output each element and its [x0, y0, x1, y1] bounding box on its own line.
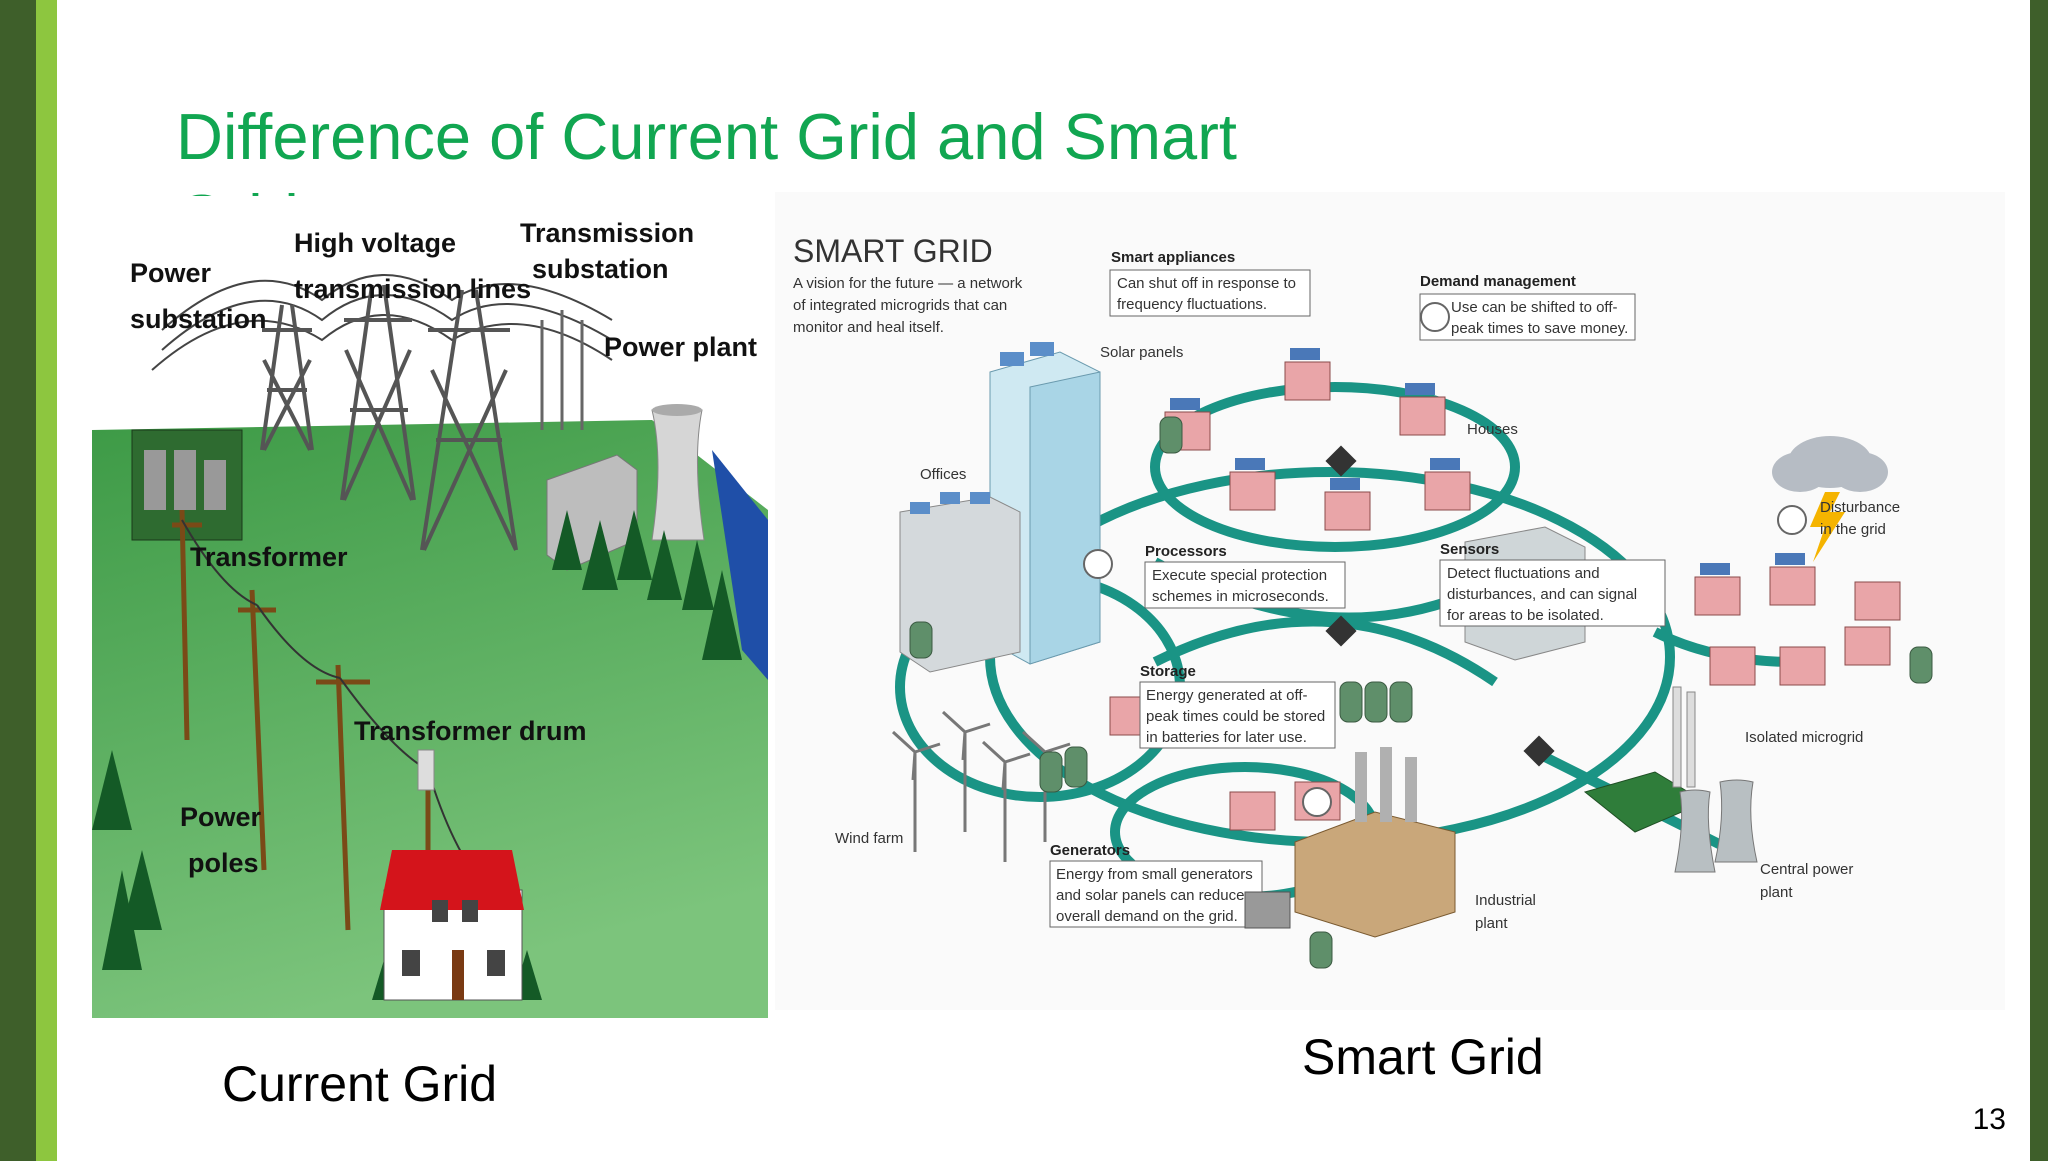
storage-text-3: in batteries for later use. [1146, 729, 1307, 746]
demand-management-text-2: peak times to save money. [1451, 320, 1628, 337]
caption-current-grid: Current Grid [222, 1056, 498, 1112]
label-power-poles-1: Power [180, 802, 262, 832]
demand-management-text-1: Use can be shifted to off- [1451, 299, 1618, 316]
demand-management-box [1419, 293, 1636, 341]
intro-line-1: A vision for the future — a network [793, 275, 1023, 292]
central-power-plant-label-1: Central power [1760, 861, 1853, 878]
storage-box [1139, 681, 1336, 749]
slide-title: Difference of Current Grid and Smart Gri… [176, 100, 1237, 196]
generator-unit [1244, 891, 1291, 929]
disturbance-label-1: Disturbance [1820, 499, 1900, 516]
isolated-microgrid-label: Isolated microgrid [1745, 729, 1863, 746]
label-high-voltage-1: High voltage [294, 228, 456, 258]
left-dark-stripe [0, 0, 36, 1161]
smart-appliances-box [1109, 269, 1311, 317]
transformer-drum [417, 749, 435, 791]
transmission-towers [260, 284, 518, 551]
processors-title: Processors [1145, 543, 1227, 560]
central-power-plant [1583, 686, 1758, 873]
label-transmission-substation-1: Transmission [520, 218, 694, 248]
label-transformer-drum: Transformer drum [354, 716, 587, 746]
sensors-text-1: Detect fluctuations and [1447, 565, 1600, 582]
houses-label: Houses [1467, 421, 1518, 438]
central-power-plant-label-2: plant [1760, 884, 1793, 901]
intro-line-2: of integrated microgrids that can [793, 297, 1007, 314]
label-power-plant: Power plant [604, 332, 757, 362]
generators-title: Generators [1050, 842, 1130, 859]
intro-line-3: monitor and heal itself. [793, 319, 944, 336]
industrial-plant [1294, 747, 1456, 938]
page-number: 13 [1972, 1103, 2006, 1136]
processors-box [1144, 561, 1346, 609]
solar-panels-label: Solar panels [1100, 344, 1183, 361]
demand-gauge-icon [1420, 302, 1450, 332]
generators-text-2: and solar panels can reduce [1056, 887, 1244, 904]
label-transformer: Transformer [190, 542, 348, 572]
label-power-substation-2: substation [130, 304, 267, 334]
storm-cloud [1772, 436, 1888, 562]
smart-appliances-title: Smart appliances [1111, 249, 1235, 266]
wind-farm [891, 710, 1071, 862]
label-high-voltage-2: transmission lines [294, 274, 531, 304]
left-light-stripe [36, 0, 57, 1161]
smart-appliances-text-2: frequency fluctuations. [1117, 296, 1267, 313]
offices-label: Offices [920, 466, 966, 483]
sensors-text-3: for areas to be isolated. [1447, 607, 1604, 624]
right-edge-stripe [2030, 0, 2048, 1161]
disturbance-label-2: in the grid [1820, 521, 1886, 538]
generators-text-1: Energy from small generators [1056, 866, 1253, 883]
label-power-substation-1: Power [130, 258, 212, 288]
meters [1083, 505, 1807, 817]
industrial-plant-label-1: Industrial [1475, 892, 1536, 909]
river [712, 450, 768, 680]
wind-farm-label: Wind farm [835, 830, 903, 847]
label-transmission-substation-2: substation [532, 254, 669, 284]
tree-line [92, 510, 742, 1000]
generators-text-3: overall demand on the grid. [1056, 908, 1238, 925]
storage-text-1: Energy generated at off- [1146, 687, 1308, 704]
sensors-title: Sensors [1440, 541, 1499, 558]
smart-grid-heading: SMART GRID [793, 233, 993, 269]
storage-text-2: peak times could be stored [1146, 708, 1325, 725]
industrial-plant-label-2: plant [1475, 915, 1508, 932]
demand-management-title: Demand management [1420, 273, 1576, 290]
smart-appliances-text-1: Can shut off in response to [1117, 275, 1296, 292]
storage-tanks [909, 416, 1933, 969]
processors-text-1: Execute special protection [1152, 567, 1327, 584]
storage-title: Storage [1140, 663, 1196, 680]
current-grid-illustration: Power substation High voltage transmissi… [92, 210, 768, 1018]
label-power-poles-2: poles [188, 848, 259, 878]
caption-smart-grid: Smart Grid [1302, 1029, 1544, 1085]
processors-text-2: schemes in microseconds. [1152, 588, 1329, 605]
houses [1109, 361, 1901, 831]
sensors-box [1439, 559, 1666, 627]
house [380, 850, 524, 1001]
smart-grid-illustration: SMART GRID A vision for the future — a n… [775, 192, 2005, 1010]
cooling-tower [651, 407, 705, 541]
sensors-text-2: disturbances, and can signal [1447, 586, 1637, 603]
